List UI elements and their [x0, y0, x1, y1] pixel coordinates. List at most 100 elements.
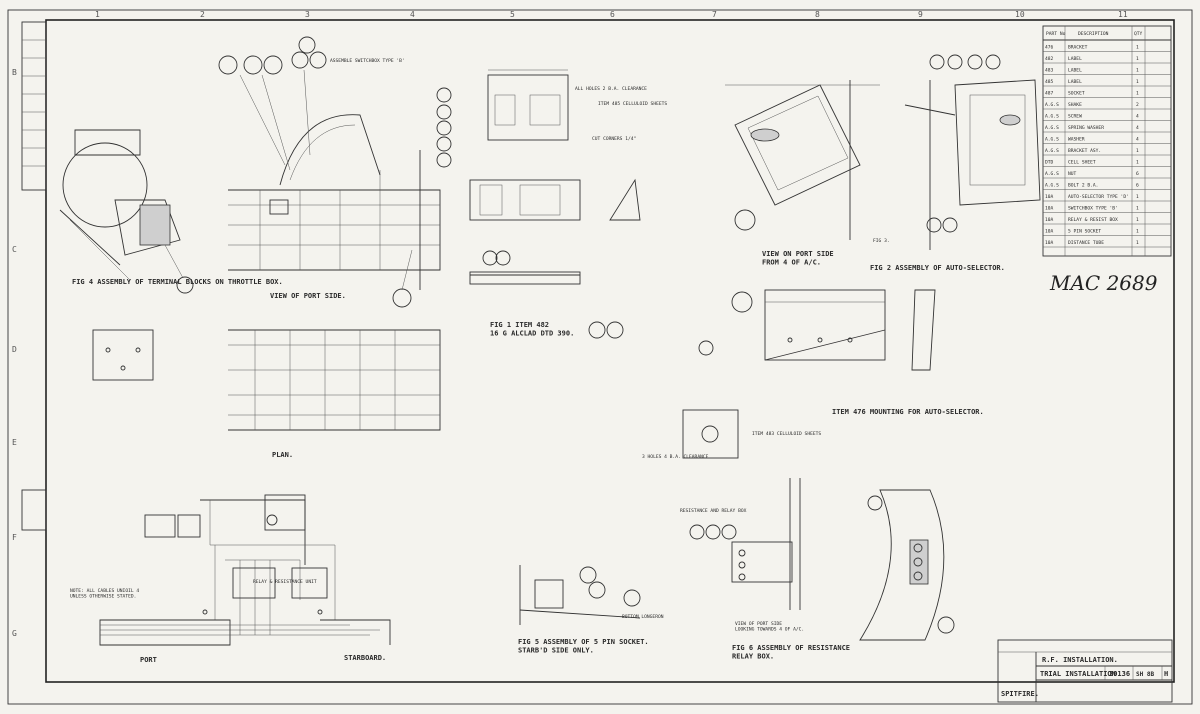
wiring-diagram	[99, 494, 391, 646]
fig3-label: FIG 3.	[873, 238, 890, 244]
wiring-starboard-label: STARBOARD.	[344, 654, 386, 662]
grid-col-label: 7	[712, 10, 717, 19]
fig5-socket-drawing	[519, 565, 641, 625]
parts-cell-qty: 1	[1136, 91, 1139, 97]
parts-cell-description: BRACKET ASY.	[1068, 148, 1101, 154]
note-celluloid-485: ITEM 485 CELLULOID SHEETS	[598, 101, 667, 107]
parts-cell-description: LABEL	[1068, 68, 1082, 74]
grid-col-label: 11	[1118, 10, 1128, 19]
item476-caption: ITEM 476 MOUNTING FOR AUTO-SELECTOR.	[832, 408, 984, 416]
grid-col-label: 9	[918, 10, 923, 19]
parts-cell-qty: 1	[1136, 217, 1139, 223]
grid-row-label: B	[12, 68, 17, 77]
parts-cell-part-no: A.G.S	[1045, 102, 1059, 108]
parts-cell-part-no: 485	[1045, 79, 1054, 85]
title-block-drawing-no: 30136	[1109, 670, 1130, 678]
parts-cell-part-no: A.G.S	[1045, 114, 1059, 120]
plan-view-drawing	[92, 329, 441, 431]
revision-strip	[21, 21, 47, 531]
parts-cell-qty: 4	[1136, 137, 1139, 143]
parts-cell-part-no: A.G.S	[1045, 148, 1059, 154]
parts-cell-part-no: A.G.S	[1045, 171, 1059, 177]
grid-row-label: C	[12, 245, 17, 254]
parts-cell-description: SCREW	[1068, 114, 1082, 120]
grid-col-label: 4	[410, 10, 415, 19]
parts-cell-part-no: 487	[1045, 91, 1054, 97]
grid-row-label: F	[12, 533, 17, 542]
wiring-port-label: PORT	[140, 656, 157, 664]
grid-row-label: G	[12, 629, 17, 638]
item476-mounting-drawing	[682, 289, 936, 459]
grid-col-label: 3	[305, 10, 310, 19]
parts-header-qty: QTY	[1134, 31, 1143, 37]
grid-col-label: 2	[200, 10, 205, 19]
parts-cell-description: DISTANCE TUBE	[1068, 240, 1104, 246]
grid-col-label: 1	[95, 10, 100, 19]
parts-cell-qty: 1	[1136, 45, 1139, 51]
port-view-caption: VIEW OF PORT SIDE.	[270, 292, 346, 300]
parts-cell-description: LABEL	[1068, 56, 1082, 62]
parts-cell-qty: 1	[1136, 160, 1139, 166]
note-all-holes: ALL HOLES 2 B.A. CLEARANCE	[575, 86, 647, 92]
parts-cell-qty: 1	[1136, 68, 1139, 74]
parts-cell-qty: 1	[1136, 148, 1139, 154]
title-block-title: R.F. INSTALLATION.	[1042, 656, 1118, 664]
parts-header-desc: DESCRIPTION	[1078, 31, 1109, 37]
title-block-issue: H	[1164, 670, 1168, 678]
parts-cell-description: NUT	[1068, 171, 1077, 177]
parts-cell-description: RELAY & RESIST BOX	[1068, 217, 1118, 223]
parts-cell-description: SPRING WASHER	[1068, 125, 1104, 131]
grid-row-label: D	[12, 345, 17, 354]
fig2-caption: FIG 2 ASSEMBLY OF AUTO-SELECTOR.	[870, 264, 1005, 272]
parts-cell-description: SWITCHBOX TYPE 'B'	[1068, 206, 1118, 212]
grid-column-labels: 1 2 3 4 5 6 7 8 9 10 11	[95, 10, 1128, 19]
grid-row-labels: B C D E F G	[12, 68, 17, 638]
title-block-subtitle: TRIAL INSTALLATION	[1040, 670, 1116, 678]
outer-border	[7, 9, 1193, 705]
parts-cell-qty: 1	[1136, 79, 1139, 85]
parts-cell-description: SHAKE	[1068, 102, 1082, 108]
parts-cell-part-no: 10A	[1045, 206, 1054, 212]
note-celluloid-483: ITEM 483 CELLULOID SHEETS	[752, 431, 821, 437]
parts-cell-qty: 4	[1136, 125, 1139, 131]
parts-cell-part-no: A.G.S	[1045, 137, 1059, 143]
note-cut-corners: CUT CORNERS 1/4"	[592, 136, 636, 142]
note-resistance-relay: RESISTANCE AND RELAY BOX	[680, 508, 747, 514]
fig4-caption: FIG 4 ASSEMBLY OF TERMINAL BLOCKS ON THR…	[72, 278, 283, 286]
parts-cell-part-no: 10A	[1045, 229, 1054, 235]
fig1-item482-drawing	[469, 69, 641, 339]
note-bottom-longeron: BOTTOM LONGERON	[622, 614, 664, 620]
parts-cell-description: WASHER	[1068, 137, 1085, 143]
parts-cell-qty: 4	[1136, 114, 1139, 120]
fig5-caption: FIG 5 ASSEMBLY OF 5 PIN SOCKET.STARB'D S…	[518, 638, 649, 654]
parts-cell-qty: 1	[1136, 229, 1139, 235]
parts-cell-part-no: 482	[1045, 56, 1054, 62]
plan-caption: PLAN.	[272, 451, 293, 459]
title-block: R.F. INSTALLATION. TRIAL INSTALLATION 30…	[997, 639, 1173, 703]
parts-cell-description: 5 PIN SOCKET	[1068, 229, 1101, 235]
parts-cell-part-no: 476	[1045, 45, 1054, 51]
parts-cell-qty: 2	[1136, 102, 1139, 108]
parts-cell-part-no: 10A	[1045, 217, 1054, 223]
grid-row-label: E	[12, 438, 17, 447]
parts-cell-description: LABEL	[1068, 79, 1082, 85]
fig6-relay-box-drawing	[689, 478, 955, 641]
grid-col-label: 5	[510, 10, 515, 19]
parts-cell-qty: 1	[1136, 206, 1139, 212]
item-balloons-column	[436, 87, 452, 168]
title-block-sheet: SH 8B	[1136, 671, 1154, 678]
parts-cell-description: AUTO-SELECTOR TYPE 'D'	[1068, 194, 1129, 200]
grid-col-label: 8	[815, 10, 820, 19]
grid-col-label: 10	[1015, 10, 1025, 19]
parts-cell-part-no: 10A	[1045, 194, 1054, 200]
parts-cell-qty: 1	[1136, 194, 1139, 200]
parts-cell-part-no: 10A	[1045, 240, 1054, 246]
drawing-frame	[45, 19, 1175, 683]
parts-cell-description: SOCKET	[1068, 91, 1085, 97]
